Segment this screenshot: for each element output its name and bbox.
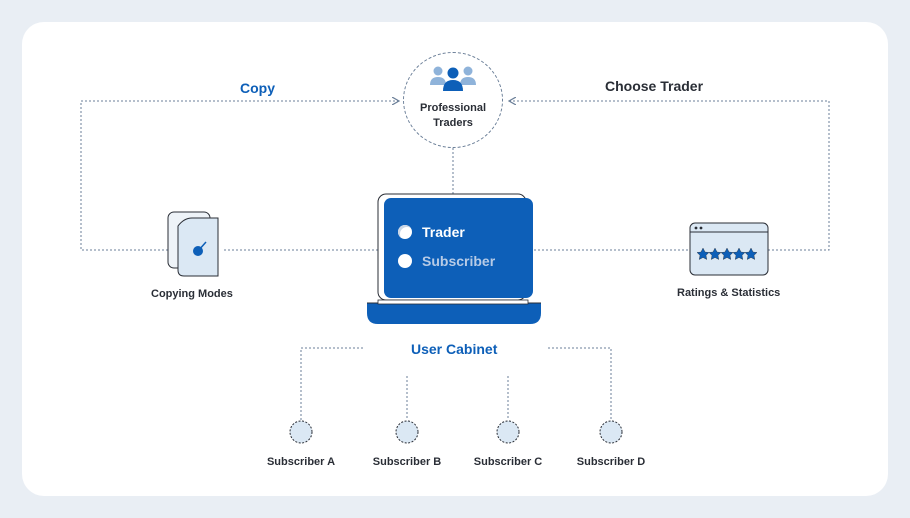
subscriber-option-label: Subscriber [422,253,496,269]
subscriber-a-label: Subscriber A [266,456,336,468]
trader-option[interactable]: Trader [398,224,465,240]
subscriber-d-label: Subscriber D [576,456,646,468]
subscriber-radio-icon [398,254,412,268]
subscriber-c-label: Subscriber C [473,456,543,468]
professional-traders-line2: Traders [433,117,473,129]
subscriber-a-connector [300,347,363,420]
copy-title: Copy [240,80,275,96]
star-rating-icon [689,222,769,276]
subscriber-c-node [496,420,520,444]
professional-traders-label: Professional Traders [403,101,503,131]
laptop-icon [367,193,541,324]
users-icon [430,66,476,91]
subscriber-d-connector [548,347,612,420]
subscriber-b-label: Subscriber B [372,456,442,468]
subscriber-option[interactable]: Subscriber [398,253,495,269]
professional-traders-node [403,52,503,148]
professional-traders-line1: Professional [419,102,487,114]
ratings-statistics-label: Ratings & Statistics [677,287,781,299]
subscriber-b-node [395,420,419,444]
trader-radio-icon [398,225,412,239]
subscriber-d-node [599,420,623,444]
copying-modes-label: Copying Modes [151,288,233,300]
choose-trader-title: Choose Trader [605,78,704,94]
user-cabinet-title: User Cabinet [411,341,498,357]
choose-trader-connector [510,101,830,251]
copy-modes-icon [167,211,219,277]
trader-option-label: Trader [422,224,465,240]
subscriber-a-node [289,420,313,444]
copy-connector [80,101,398,251]
